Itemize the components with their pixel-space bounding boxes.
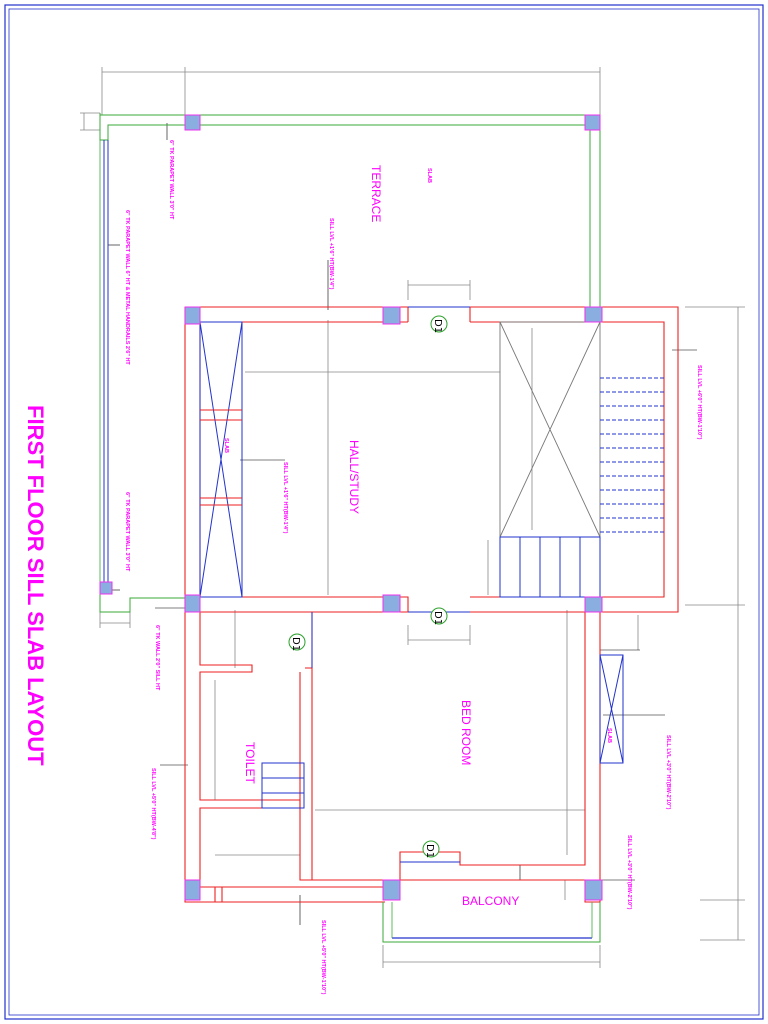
svg-text:D1: D1 — [290, 637, 301, 651]
columns — [99, 114, 603, 901]
room-label-toilet: TOILET — [243, 742, 257, 784]
door-openings — [311, 306, 470, 863]
note-parapet-top: 6" TK PARAPET WALL 3'0" HT — [168, 140, 174, 220]
slab-label-terrace: SLAB — [426, 168, 432, 183]
room-label-bed-room: BED ROOM — [459, 700, 473, 765]
sheet-border-outer — [4, 4, 764, 1020]
svg-text:D1: D1 — [432, 611, 443, 625]
note-sill-bedroom-lower: SILL LVL +3'0" HT(BW-2'10") — [626, 835, 632, 910]
note-wall-sill: 6" TK WALL 2'0" SILL HT — [154, 625, 160, 691]
toilet-steps — [261, 762, 305, 809]
note-parapet-bottom: 6" TK PARAPET WALL 3'0" HT — [124, 492, 130, 572]
sheet-border-inner — [8, 8, 760, 1016]
walls — [184, 306, 679, 903]
room-label-balcony: BALCONY — [462, 894, 519, 908]
svg-text:D1: D1 — [424, 844, 435, 858]
hall-slab — [199, 321, 243, 598]
note-parapet-handrails: 6" TK PARAPET WALL 6" HT & METAL HANDRAI… — [124, 210, 130, 365]
note-sill-hall-mid: SILL LVL +1'6" HT(BW-1'4") — [282, 462, 288, 534]
slab-label-bedroom: SLAB — [606, 728, 612, 743]
leader-lines — [108, 123, 697, 925]
note-sill-hall-top: SILL LVL +1'6" HT(BW-1'4") — [328, 218, 334, 290]
sheet-title: FIRST FLOOR SILL SLAB LAYOUT — [23, 405, 48, 766]
door-tag-mid: D1 — [430, 607, 448, 625]
svg-text:D1: D1 — [432, 319, 443, 333]
bedroom-slab — [599, 654, 624, 764]
door-tag-toilet: D1 — [288, 633, 306, 651]
note-sill-toilet: SILL LVL +5'0" HT(BW-4'8") — [150, 768, 156, 840]
room-label-terrace: TERRACE — [369, 165, 383, 222]
door-tag-balcony: D1 — [422, 840, 440, 858]
note-sill-stair: SILL LVL +6'0" HT(BW-1'10") — [696, 365, 702, 440]
room-label-hall-study: HALL/STUDY — [347, 440, 361, 514]
slab-label-hall: SLAB — [223, 438, 229, 453]
balcony-railing — [382, 902, 601, 943]
note-sill-bedroom-right: SILL LVL +3'0" HT(BW-2'10") — [665, 735, 671, 810]
dimension-lines — [80, 67, 745, 968]
note-sill-bottom: SILL LVL +5'0" HT(BW-1'10") — [320, 920, 326, 995]
door-tag-top: D1 — [430, 315, 448, 333]
staircase — [499, 321, 664, 598]
